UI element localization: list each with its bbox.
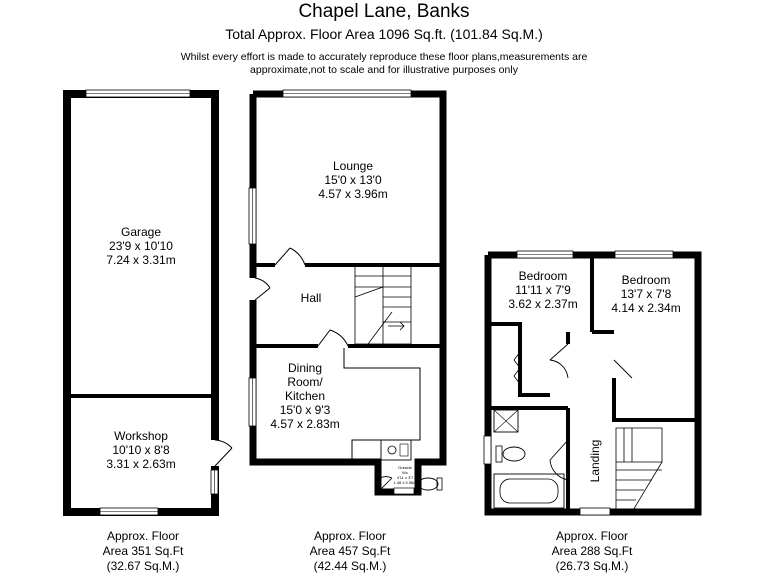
outside-wc-toilet <box>417 477 439 491</box>
outside-wc-line-3: 4'11 x 3'7 <box>397 475 414 480</box>
ground-area-line-1: Approx. Floor <box>314 529 386 543</box>
hall-front-door-opening <box>248 278 258 300</box>
landing-window <box>579 507 611 516</box>
outside-wc-window <box>393 487 415 495</box>
bedroom2-imperial: 13'7 x 7'8 <box>621 287 672 301</box>
bathroom-side-window <box>483 435 492 465</box>
dining-door <box>317 329 349 347</box>
bedroom1-door <box>549 343 569 379</box>
lounge-imperial: 15'0 x 13'0 <box>324 173 382 187</box>
lounge-door <box>274 247 306 266</box>
workshop-name: Workshop <box>114 429 168 443</box>
page-title: Chapel Lane, Banks <box>298 1 470 22</box>
ground-floor-outer-wall <box>249 90 447 496</box>
wardrobe-symbol <box>513 351 521 385</box>
first-area-line-2: Area 288 Sq.Ft <box>552 544 633 558</box>
lounge-name: Lounge <box>333 159 373 173</box>
bathroom-toilet <box>502 446 526 462</box>
bedroom1-metric: 3.62 x 2.37m <box>508 297 577 311</box>
ground-floor-plan <box>248 89 447 496</box>
dining-name-3: Kitchen <box>285 389 325 403</box>
dining-name-2: Room/ <box>287 375 323 389</box>
first-area-line-1: Approx. Floor <box>556 529 628 543</box>
garage-metric: 7.24 x 3.31m <box>106 253 175 267</box>
kitchen-counter <box>343 348 421 462</box>
lounge-metric: 4.57 x 3.96m <box>318 187 387 201</box>
disclaimer-line-1: Whilst every effort is made to accuratel… <box>180 51 588 63</box>
outside-wc-line-1: Outside <box>398 465 413 470</box>
garage-area-line-2: Area 351 Sq.Ft <box>103 544 184 558</box>
hall-name: Hall <box>301 291 322 305</box>
garage-area-line-3: (32.67 Sq.M.) <box>107 559 180 573</box>
landing-name: Landing <box>588 440 602 483</box>
bedroom1-name: Bedroom <box>519 269 568 283</box>
disclaimer-line-2: approximate,not to scale and for illustr… <box>250 64 518 76</box>
garage-name: Garage <box>121 225 161 239</box>
bedroom2-door <box>613 359 633 379</box>
kitchen-sink <box>380 439 412 461</box>
first-area-line-3: (26.73 Sq.M.) <box>556 559 629 573</box>
bedroom2-metric: 4.14 x 2.34m <box>611 301 680 315</box>
workshop-metric: 3.31 x 2.63m <box>106 457 175 471</box>
ground-area-line-3: (42.44 Sq.M.) <box>314 559 387 573</box>
dining-imperial: 15'0 x 9'3 <box>280 403 331 417</box>
workshop-door-opening <box>210 440 220 466</box>
bathroom-door <box>549 439 569 481</box>
bedroom2-name: Bedroom <box>622 273 671 287</box>
first-floor-plan <box>483 250 702 516</box>
total-floor-area: Total Approx. Floor Area 1096 Sq.ft. (10… <box>225 26 543 42</box>
ground-area-line-2: Area 457 Sq.Ft <box>310 544 391 558</box>
ground-staircase <box>354 265 412 345</box>
outside-wc-line-2: Wc <box>402 470 408 475</box>
garage-area-line-1: Approx. Floor <box>107 529 179 543</box>
first-floor-staircase <box>615 427 663 513</box>
bedroom1-imperial: 11'11 x 7'9 <box>515 283 571 297</box>
shower-tray <box>493 409 519 433</box>
workshop-imperial: 10'10 x 8'8 <box>112 443 170 457</box>
outside-wc-line-4: 1.48 x 0.96m <box>393 480 417 485</box>
workshop-door <box>214 439 233 467</box>
dining-metric: 4.57 x 2.83m <box>270 417 339 431</box>
dining-name-1: Dining <box>288 361 322 375</box>
garage-imperial: 23'9 x 10'10 <box>109 239 173 253</box>
bath-tub <box>493 473 565 509</box>
garage-plan <box>63 89 233 516</box>
